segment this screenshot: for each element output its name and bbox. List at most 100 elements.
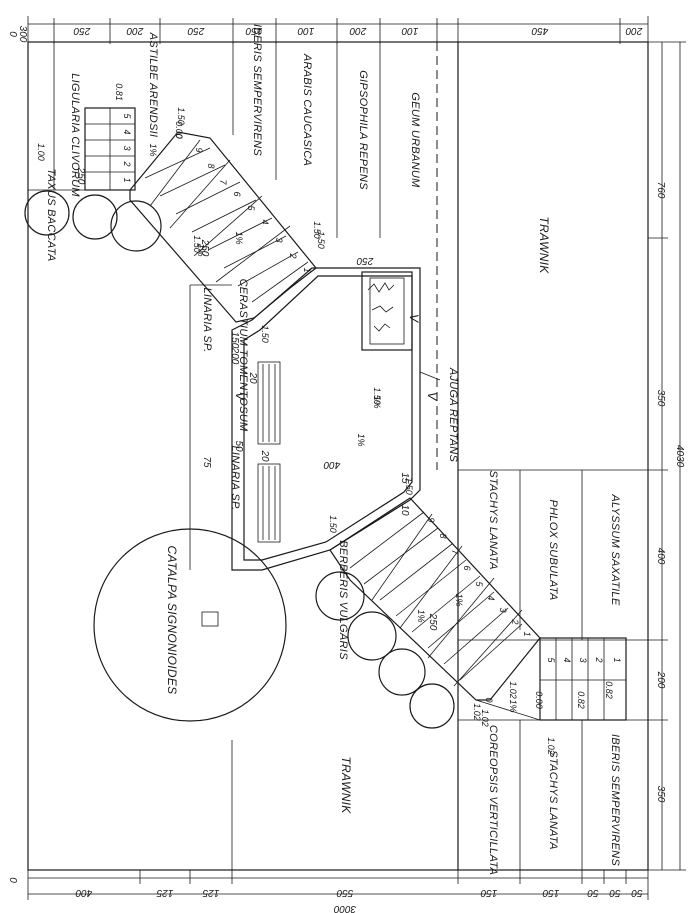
- bottom-dim: 50: [587, 887, 599, 898]
- taxus-shrub: [24, 190, 70, 236]
- step-number: 7: [450, 549, 460, 555]
- trees: [24, 190, 455, 729]
- slope-label: 1%: [372, 395, 382, 408]
- inner-dim: 250: [199, 239, 210, 257]
- top-block-steps: [84, 107, 136, 191]
- inner-dim: 250: [427, 613, 438, 631]
- spot-level: 0.82: [576, 691, 586, 709]
- inner-dim: 75: [201, 456, 212, 468]
- right-dim: 400: [655, 548, 666, 565]
- step-number: 4: [260, 219, 270, 224]
- step-number: 6: [462, 565, 472, 570]
- bottom-dim: 50: [631, 887, 643, 898]
- tree-stake: [201, 611, 219, 627]
- step-number: 6: [232, 191, 242, 196]
- step-number: 1: [302, 267, 312, 272]
- top-dim: 250: [73, 25, 91, 36]
- label-cerastium: CERASTIUM TOMENTOSUM: [237, 279, 249, 432]
- top-dim: 200: [625, 25, 643, 36]
- label-berberis: BERBERIS VULGARIS: [337, 540, 349, 660]
- step-number: 8: [438, 533, 448, 538]
- label-alyssum: ALYSSUM SAXATILE: [609, 493, 621, 606]
- drain-arrows: V V V: [233, 314, 439, 401]
- label-phlox: PHLOX SUBULATA: [547, 500, 559, 601]
- slope-label: 1%: [416, 609, 426, 622]
- plant-labels: LIGULARIA CLIVORUM ASTILBE ARENDSII IBER…: [45, 24, 621, 875]
- spot-level: 1.50: [372, 387, 382, 405]
- spot-level: 1.50: [192, 235, 202, 253]
- label-catalpa: CATALPA SIGNONIOIDES: [165, 546, 179, 695]
- spot-levels: 1.00 0.81 1.50 1.50 1.50 1.50 1.50 1.50 …: [36, 83, 614, 755]
- bottom-dimension-labels: 400 125 125 550 150 150 50 50 50 3000 0 …: [7, 31, 643, 913]
- step-number: 7: [218, 179, 228, 185]
- label-iberis-top: IBERIS SEMPERVIRENS: [251, 24, 263, 156]
- spot-level: 0.00: [174, 121, 184, 139]
- slope-label: 1%: [196, 243, 206, 256]
- label-iberis-bottom: IBERIS SEMPERVIRENS: [609, 734, 621, 866]
- inner-dim: 400: [323, 459, 340, 470]
- inner-dim: 20: [247, 371, 258, 384]
- label-geum: GEUM URBANUM: [409, 92, 421, 188]
- spot-level: 1.50: [176, 107, 186, 125]
- top-dim: 150: [245, 25, 262, 36]
- block-number: 1: [612, 657, 622, 662]
- lower-step-numbers: 9 8 7 6 5 4 3 2 1 0: [426, 517, 532, 702]
- spot-level: 1.02: [472, 703, 482, 721]
- label-stachys-2: STACHYS LANATA: [547, 750, 559, 850]
- inner-dim: 200: [229, 347, 240, 365]
- bottom-total: 3000: [333, 903, 356, 913]
- top-dim: 450: [531, 25, 548, 36]
- top-dim: 200: [126, 25, 144, 36]
- spot-level: 1.00: [36, 143, 46, 161]
- block-number: 5: [546, 657, 556, 663]
- bottom-block-numbers: 5 4 3 2 1: [546, 656, 622, 663]
- right-total: 4030: [674, 445, 685, 468]
- top-dim: 250: [187, 25, 205, 36]
- spot-level: 1.02: [546, 737, 556, 755]
- spot-level: 1.50: [328, 515, 338, 533]
- inner-dim: 150: [229, 332, 240, 349]
- step-number: 0: [174, 133, 184, 138]
- block-number: 2: [594, 656, 604, 662]
- slope-label: 1%: [508, 699, 518, 712]
- label-stachys-1: STACHYS LANATA: [487, 470, 499, 570]
- label-gipsophila: GIPSOPHILA REPENS: [357, 70, 369, 190]
- drain-marker: V: [233, 392, 247, 401]
- block-number: 3: [122, 145, 132, 150]
- spot-level: 1.50: [404, 477, 414, 495]
- block-number: 5: [122, 113, 132, 119]
- spot-level: 0.00: [534, 691, 544, 709]
- step-number: 0: [484, 697, 494, 702]
- right-dim: 350: [655, 390, 666, 407]
- spot-level: 1.50: [260, 325, 270, 343]
- right-dimension-labels: 760 350 400 200 350 4030: [655, 182, 685, 803]
- drain-marker: V: [425, 392, 439, 401]
- spot-level: 1.50: [316, 231, 326, 249]
- drain-marker: V: [407, 314, 421, 323]
- bottom-block-steps: [539, 637, 627, 721]
- top-dim: 300: [17, 26, 28, 43]
- step-number: 3: [274, 237, 284, 242]
- spot-level: 1.50: [312, 221, 322, 239]
- label-taxus: TAXUS BACCATA: [45, 168, 57, 261]
- corner-label: 0: [7, 877, 18, 883]
- bottom-dim: 150: [542, 887, 559, 898]
- block-number: 3: [578, 657, 588, 662]
- slope-label: 1%: [234, 231, 244, 244]
- right-dim: 200: [655, 671, 666, 689]
- step-number: 9: [194, 147, 204, 152]
- label-trawnik-left: TRAWNIK: [339, 756, 353, 814]
- bottom-dim: 400: [75, 887, 92, 898]
- bottom-dim: 125: [156, 887, 173, 898]
- corner-label: 0: [7, 31, 18, 37]
- bottom-dim: 550: [336, 887, 353, 898]
- block-number: 2: [122, 160, 132, 166]
- bottom-dim: 150: [480, 887, 497, 898]
- step-number: 2: [510, 618, 520, 624]
- step-number: 3: [498, 607, 508, 612]
- inner-dim: 10: [399, 504, 410, 516]
- right-dim: 350: [655, 786, 666, 803]
- label-linaria-2: LINARIA SP.: [229, 445, 241, 510]
- inner-dim: 250: [75, 167, 86, 185]
- berberis-shrub: [315, 571, 365, 621]
